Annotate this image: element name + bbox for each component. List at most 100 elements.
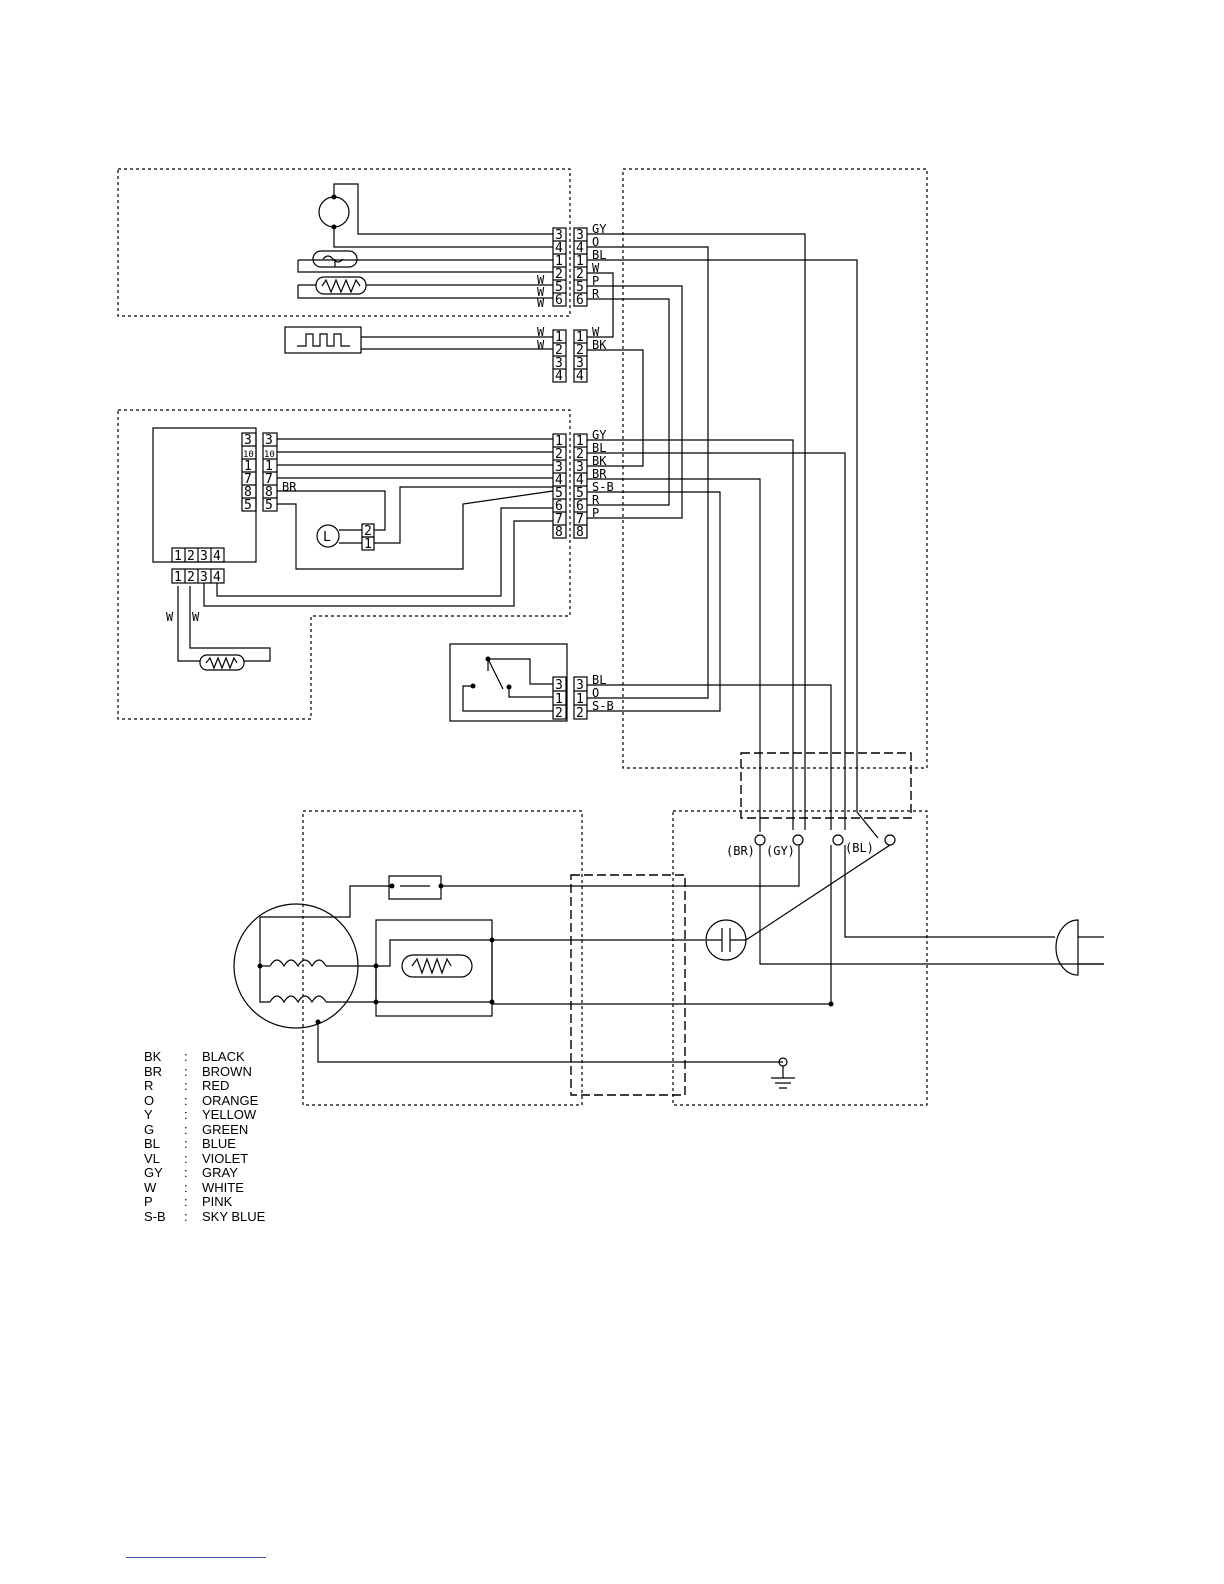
pin-label: 1 — [555, 330, 563, 345]
pin-label: 4 — [213, 570, 221, 585]
connector-mid-left-labels: 1 2 3 4 — [555, 330, 563, 384]
legend-code: BR — [144, 1063, 163, 1079]
pass-through-box — [570, 874, 686, 1096]
pin-label: 1 — [576, 434, 584, 449]
legend-separator: : — [184, 1136, 188, 1151]
legend-color-name: ORANGE — [202, 1092, 259, 1108]
legend-code: O — [144, 1092, 155, 1108]
wire-labels-switch: BL O S-B — [592, 673, 614, 713]
wire-label: P — [592, 274, 599, 288]
legend-separator: : — [184, 1121, 188, 1137]
pin-label: 1 — [174, 549, 182, 564]
legend-color-name: GRAY — [202, 1165, 238, 1180]
legend-code: Y — [144, 1107, 153, 1122]
pin-label: 4 — [213, 549, 221, 564]
lamp-symbol — [316, 523, 375, 551]
legend-color-name: RED — [202, 1078, 230, 1093]
pin-label: 3 — [555, 228, 563, 243]
wire-label: P — [592, 506, 599, 520]
board-bottom-pins-top: 1 2 3 4 — [174, 549, 221, 564]
wire-label: W — [537, 285, 545, 299]
sensor-wires — [177, 586, 271, 671]
pin-label: 7 — [555, 512, 563, 527]
pin-label: 7 — [576, 512, 584, 527]
pin-label: 3 — [576, 678, 584, 693]
pin-label: 2 — [555, 706, 563, 721]
right-enclosure — [622, 168, 928, 769]
legend-color-name: WHITE — [202, 1179, 244, 1195]
wire-label: BL — [592, 248, 606, 262]
junction-dots — [257, 194, 834, 1025]
wire-bl-switch — [587, 684, 832, 830]
pin-label: 3 — [200, 549, 208, 564]
footer-rule — [126, 1557, 266, 1558]
door-switch — [449, 643, 568, 722]
wires-right — [587, 233, 879, 839]
bottom-left-enclosure — [302, 810, 583, 1106]
wire-bl-top — [587, 259, 879, 839]
power-wires — [759, 845, 1104, 976]
legend-code: S-B — [144, 1208, 166, 1224]
pin-label: 2 — [555, 267, 563, 282]
enclosure-boxes — [117, 168, 928, 1106]
pin-label: 1 — [576, 254, 584, 269]
wire-labels-big: GY BL BK BR S-B R P — [592, 428, 614, 520]
legend-code: BK — [144, 1049, 162, 1064]
wire-label: GY — [592, 428, 607, 442]
legend-color-name: BLACK — [202, 1049, 245, 1064]
connector-big-boxes — [552, 433, 588, 539]
pin-label: 8 — [576, 525, 584, 540]
connector-big-right-labels: 1 2 3 4 5 6 7 8 — [576, 434, 584, 540]
pin-label: 3 — [555, 678, 563, 693]
pin-label: 7 — [265, 472, 273, 487]
legend-code: P — [144, 1194, 153, 1209]
pin-label: 1 — [174, 570, 182, 585]
wire-label: BL — [592, 441, 606, 455]
pin-label: 2 — [576, 267, 584, 282]
wire-o-top — [587, 246, 709, 699]
ptc-starter — [375, 845, 832, 1017]
control-enclosure — [117, 409, 571, 720]
pin-label: 4 — [576, 369, 584, 384]
pin-label: 10 — [264, 450, 275, 460]
wire-r-top — [587, 298, 670, 506]
pin-label: 4 — [555, 241, 563, 256]
pin-label: 2 — [187, 570, 195, 585]
legend-color-name: BLUE — [202, 1136, 236, 1151]
pin-label: 6 — [555, 499, 563, 514]
wire-label: BK — [592, 454, 607, 468]
board-wires — [203, 438, 554, 607]
bottom-right-enclosure — [672, 810, 928, 1106]
connector-top-left-labels: 3 4 1 2 5 6 — [555, 228, 563, 308]
pin-label: 3 — [200, 570, 208, 585]
legend-separator: : — [184, 1107, 188, 1122]
fuse-symbol — [297, 250, 553, 273]
connector-switch-right-labels: 3 1 2 — [576, 678, 584, 721]
compressor — [233, 885, 783, 1063]
wire-br-big — [587, 478, 761, 832]
wire-gy-big — [587, 439, 794, 830]
wire-label: BR — [592, 467, 607, 481]
board-connector-right-labels: 3 10 1 7 8 5 — [264, 433, 275, 513]
wire-p-top — [587, 285, 683, 519]
connector-mid-right-labels: 1 2 3 4 — [576, 330, 584, 384]
legend-separator: : — [184, 1049, 188, 1064]
wire-label: O — [592, 235, 599, 249]
pin-label: 2 — [576, 706, 584, 721]
pin-label: 1 — [576, 330, 584, 345]
wire-label: BL — [592, 673, 606, 687]
terminal-label: (BL) — [845, 841, 874, 855]
legend-separator: : — [184, 1150, 188, 1166]
legend-code: VL — [144, 1150, 160, 1166]
terminal-label: (BR) — [726, 844, 755, 858]
pin-label: 2 — [576, 343, 584, 358]
board-connector-left-labels: 3 10 1 7 8 5 — [243, 433, 254, 513]
wire-label: R — [592, 287, 600, 301]
board-br-label: BR — [282, 480, 297, 494]
connector-top-boxes — [552, 227, 588, 307]
pin-label: 8 — [555, 525, 563, 540]
wire-label: R — [592, 493, 600, 507]
legend-separator: : — [184, 1063, 188, 1079]
legend-color-name: PINK — [202, 1194, 233, 1209]
